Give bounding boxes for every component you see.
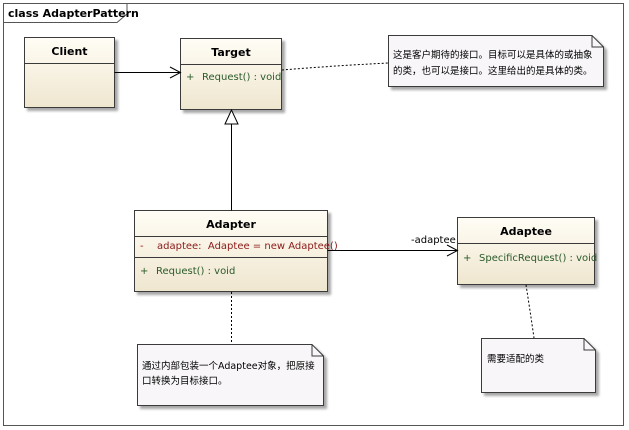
- note-adapter[interactable]: 通过内部包装一个Adaptee对象，把原接 口转换为目标接口。: [137, 344, 324, 406]
- note-target[interactable]: 这是客户期待的接口。目标可以是具体的或抽象 的类，也可以是接口。这里给出的是具体…: [388, 35, 604, 87]
- association-adapter-adaptee: -adaptee: [327, 235, 459, 257]
- class-target-box: [180, 38, 282, 110]
- adapter-operation-visibility: +: [140, 266, 148, 277]
- class-adaptee[interactable]: Adaptee + SpecificRequest() : void: [457, 217, 598, 285]
- note-adapter-line-2: 口转换为目标接口。: [142, 375, 228, 387]
- class-target[interactable]: Target + Request() : void: [180, 38, 282, 110]
- generalization-adapter-target: [224, 108, 239, 211]
- frame-title: class AdapterPattern: [8, 7, 139, 20]
- association-role-adaptee: -adaptee: [411, 235, 456, 246]
- note-target-box: [388, 35, 604, 87]
- note-adapter-line-1: 通过内部包装一个Adaptee对象，把原接: [142, 360, 315, 372]
- class-adapter-name: Adapter: [206, 218, 256, 231]
- class-adaptee-name: Adaptee: [500, 225, 552, 238]
- note-adapter-fold: [311, 344, 324, 357]
- adaptee-operation-specificrequest: SpecificRequest() : void: [479, 253, 597, 264]
- class-adaptee-box: [457, 217, 595, 285]
- adapter-attribute-visibility: -: [140, 241, 144, 252]
- note-target-line-1: 这是客户期待的接口。目标可以是具体的或抽象: [393, 49, 593, 61]
- class-client[interactable]: Client: [24, 37, 115, 108]
- adaptee-note-anchor: [525, 284, 535, 339]
- target-operation-request: Request() : void: [202, 72, 281, 83]
- generalization-triangle: [224, 108, 239, 125]
- association-client-target-arrowhead: [169, 66, 182, 79]
- class-adapter[interactable]: Adapter - adaptee: Adaptee = new Adaptee…: [134, 210, 338, 292]
- adapter-operation-request: Request() : void: [156, 266, 235, 277]
- association-client-target: [114, 66, 182, 79]
- note-target-fold: [591, 35, 604, 48]
- note-target-line-2: 的类，也可以是接口。这里给出的是具体的类。: [393, 65, 593, 77]
- adaptee-operation-visibility: +: [463, 253, 471, 264]
- note-adapter-box: [137, 344, 324, 406]
- note-adaptee-line-1: 需要适配的类: [487, 353, 545, 365]
- class-target-name: Target: [211, 46, 251, 59]
- class-client-box: [24, 37, 115, 108]
- frame-title-tab: [3, 3, 128, 23]
- note-adaptee-fold: [583, 338, 596, 351]
- class-adapter-box: [134, 210, 328, 292]
- association-adapter-adaptee-arrowhead: [446, 244, 459, 257]
- adapter-attribute-adaptee: adaptee: Adaptee = new Adaptee(): [157, 241, 338, 252]
- note-adaptee[interactable]: 需要适配的类: [481, 338, 596, 393]
- note-adaptee-box: [481, 338, 596, 393]
- class-client-name: Client: [51, 45, 87, 58]
- target-operation-visibility: +: [186, 72, 194, 83]
